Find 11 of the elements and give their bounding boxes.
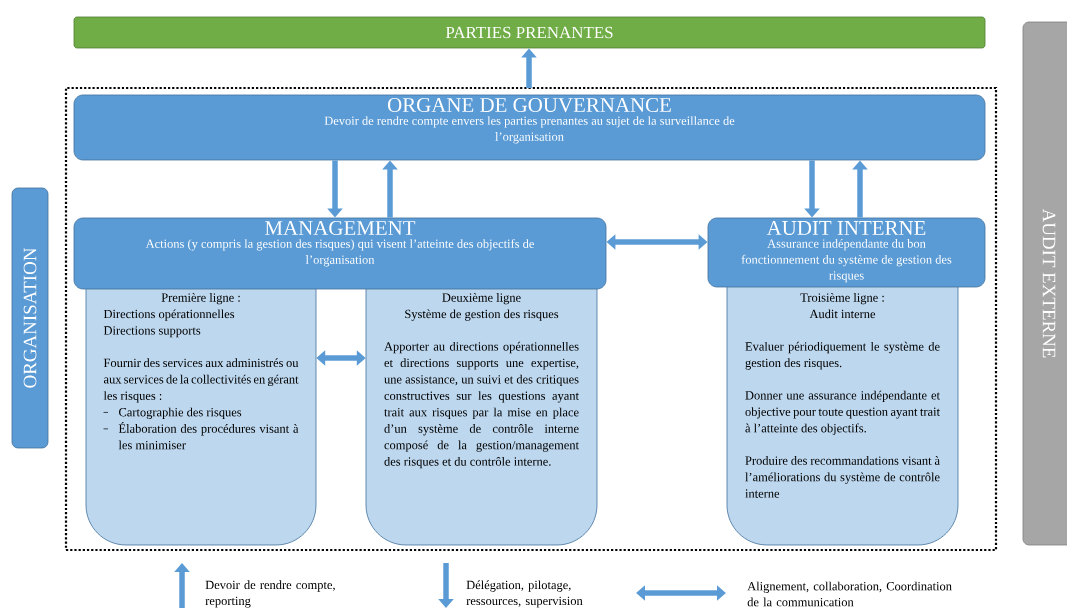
stakeholder-banner: PARTIES PRENANTES [73,16,986,49]
legend-text: Devoir de rendre compte, reporting [205,580,335,608]
dotted-frame [64,86,998,552]
side-label-box: ORGANISATION [11,187,49,449]
block-arrow [316,350,366,366]
side-label-box: AUDIT EXTERNE [1022,21,1067,546]
legend-text: Alignement, collaboration, Coordination de la communication [747,581,952,607]
process-box: AUDIT INTERNE Assurance indépendante du bon fonctionnement du système de gestion des risques [707,217,986,288]
legend-text: Délégation, pilotage, ressources, supervision [466,580,583,608]
process-box: MANAGEMENT Actions (y compris la gestion des risques) qui visent l’atteinte des objectifs de l’organisation [73,217,607,290]
process-box: ORGANE DE GOUVERNANCE Devoir de rendre compte envers les parties prenantes au sujet de la surveillance de l’organisation [73,94,986,161]
